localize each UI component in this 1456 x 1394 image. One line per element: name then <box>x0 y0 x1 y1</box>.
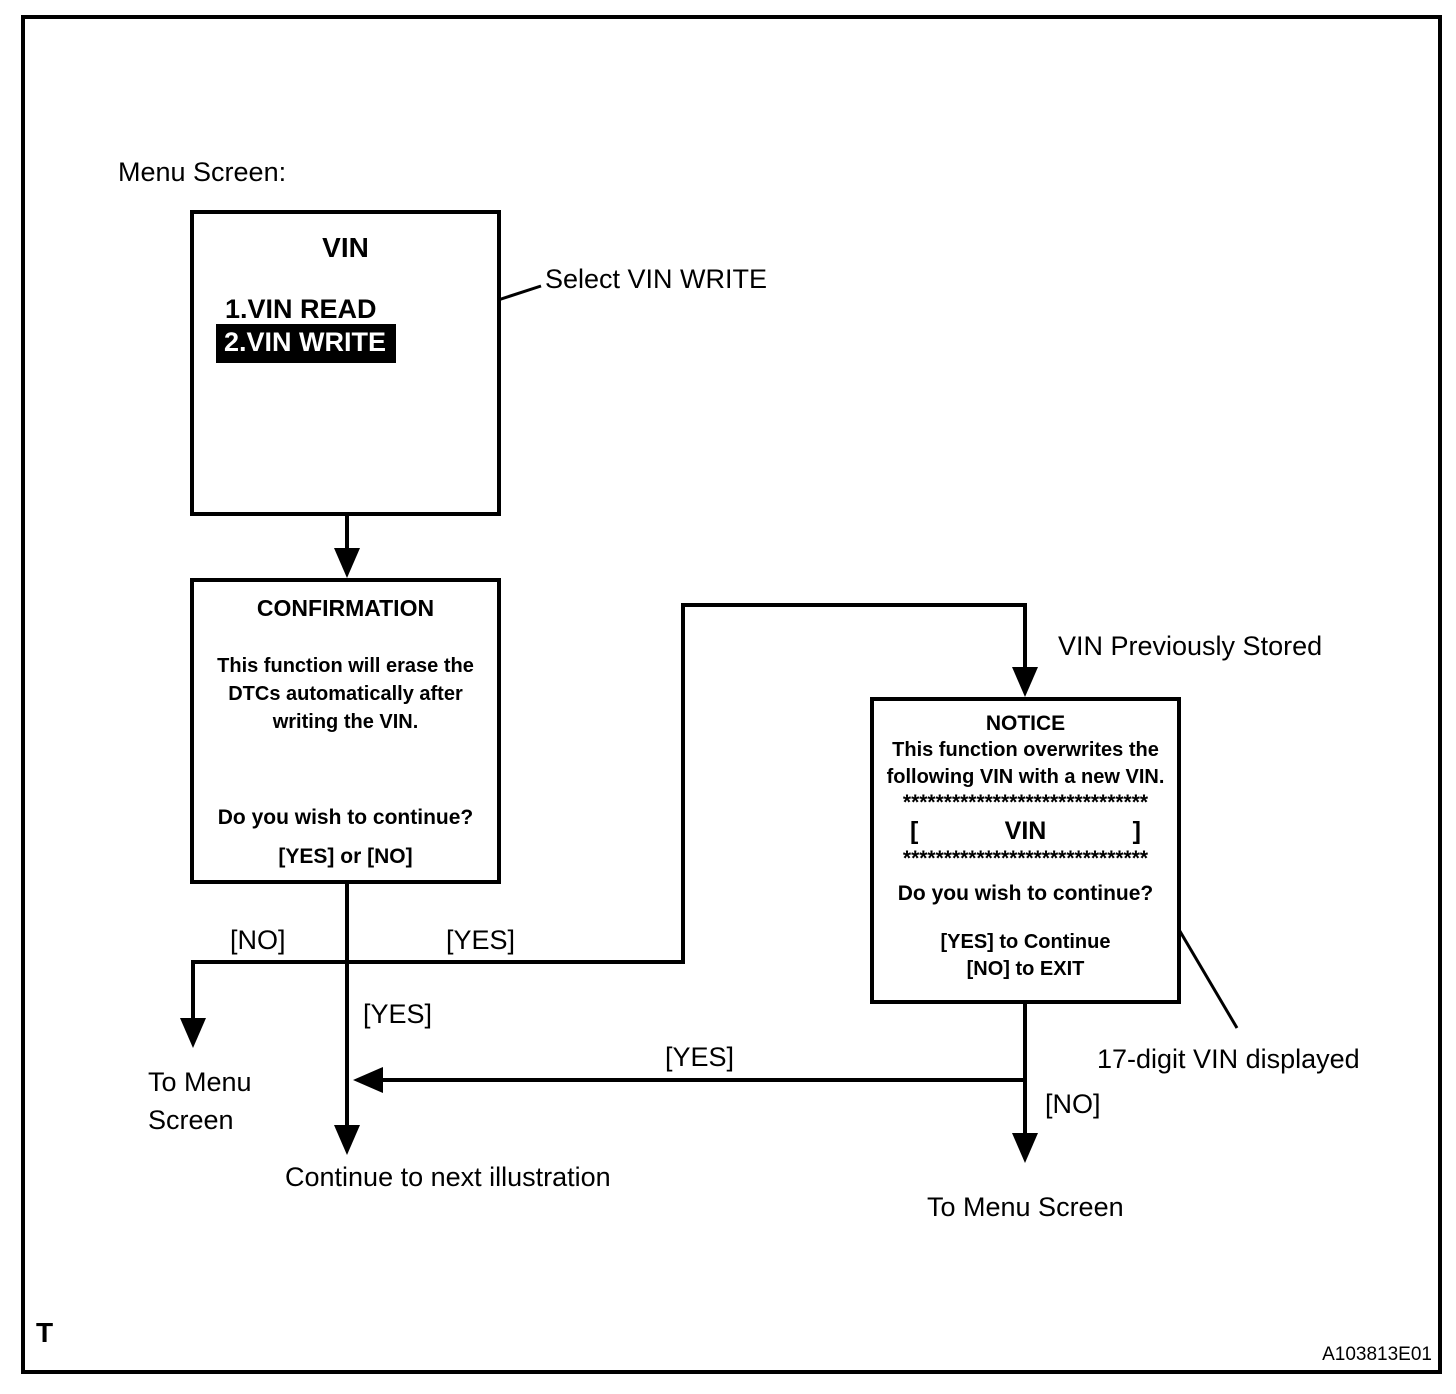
no-branch-arrowhead <box>180 1018 206 1048</box>
yes-to-notice-arrowhead <box>1012 667 1038 697</box>
to-menu-screen-left-label: To Menu Screen <box>148 1067 252 1135</box>
continue-arrowhead <box>334 1125 360 1155</box>
vin-field-close-bracket: ] <box>1132 817 1141 845</box>
vin-menu-title: VIN <box>322 232 369 263</box>
menu-item-vin-read: 1.VIN READ <box>225 294 377 324</box>
menu-screen-label: Menu Screen: <box>118 157 287 187</box>
notice-yes-return-arrowhead <box>353 1067 383 1093</box>
page-border <box>21 15 1442 1374</box>
vin-previously-stored-label: VIN Previously Stored <box>1058 631 1323 661</box>
notice-question: Do you wish to continue? <box>897 882 1154 905</box>
menu-item-vin-write-selected: 2.VIN WRITE <box>216 324 397 363</box>
page-marker: T <box>36 1317 54 1348</box>
notice-screen: NOTICE This function overwrites the foll… <box>870 697 1181 1004</box>
notice-asterisk-divider-top: ****************************** <box>902 791 1149 814</box>
no-branch-label: [NO] <box>230 925 286 955</box>
to-menu-screen-right-label: To Menu Screen <box>927 1192 1124 1222</box>
vin-field-label: VIN <box>1004 817 1047 845</box>
confirmation-question: Do you wish to continue? <box>217 806 474 829</box>
confirmation-title: CONFIRMATION <box>256 595 435 621</box>
notice-body-line2: following VIN with a new VIN. <box>886 766 1165 788</box>
yes-to-notice-line <box>681 603 1027 964</box>
vin-to-confirmation-arrowhead <box>334 548 360 578</box>
notice-yes-action: [YES] to Continue <box>940 931 1111 953</box>
select-vin-write-label: Select VIN WRITE <box>545 264 768 294</box>
notice-asterisk-divider-bottom: ****************************** <box>902 847 1149 870</box>
vin-menu-screen: VIN 1.VIN READ 2.VIN WRITE <box>190 210 501 516</box>
notice-body-line1: This function overwrites the <box>892 739 1159 761</box>
yes-branch-upper-label: [YES] <box>446 925 516 955</box>
no-exit-label: [NO] <box>1045 1089 1101 1119</box>
confirmation-body: This function will erase the DTCs automa… <box>217 655 474 733</box>
confirmation-options: [YES] or [NO] <box>278 845 413 868</box>
confirmation-screen: CONFIRMATION This function will erase th… <box>190 578 501 884</box>
notice-title: NOTICE <box>985 712 1066 735</box>
notice-vin-field: [ VIN ] <box>874 817 1177 846</box>
continue-next-illustration-label: Continue to next illustration <box>285 1162 611 1192</box>
yes-return-label: [YES] <box>665 1042 735 1072</box>
notice-no-action: [NO] to EXIT <box>966 958 1085 980</box>
figure-code: A103813E01 <box>1322 1344 1432 1365</box>
notice-no-arrowhead <box>1012 1133 1038 1163</box>
seventeen-digit-vin-label: 17-digit VIN displayed <box>1097 1044 1360 1074</box>
vin-field-open-bracket: [ <box>910 817 919 845</box>
yes-branch-center-label: [YES] <box>363 999 433 1029</box>
